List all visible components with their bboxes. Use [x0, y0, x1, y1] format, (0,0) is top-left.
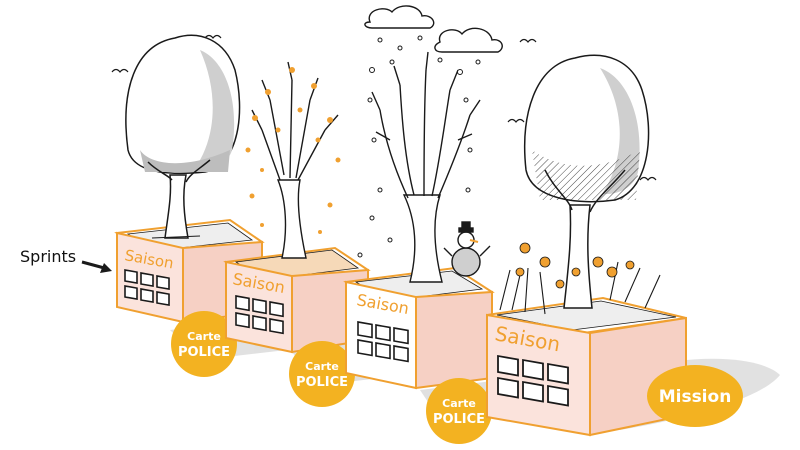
season-box-spring: Saison: [486, 296, 687, 437]
flower-icon: [515, 242, 635, 289]
mission-label: Mission: [659, 387, 732, 407]
arrow-icon: [81, 260, 112, 273]
season-box-winter: Saison: [343, 266, 495, 390]
cloud-icon: [364, 5, 503, 53]
badge-line1: Carte: [305, 360, 339, 373]
badge-line1: Carte: [187, 330, 221, 343]
spring-grass: [499, 261, 661, 315]
autumn-leaves: [245, 67, 341, 234]
tree-autumn: [251, 61, 339, 259]
bird-icon: [507, 38, 657, 181]
police-card-badge[interactable]: Carte POLICE: [289, 341, 355, 407]
sprint-grid: [235, 295, 284, 335]
badge-line2: POLICE: [178, 345, 230, 360]
snowman-icon: [443, 221, 491, 277]
tree-winter: [371, 51, 481, 283]
mission-badge[interactable]: Mission: [647, 365, 743, 427]
sprint-grid: [497, 354, 569, 407]
police-card-badge[interactable]: Carte POLICE: [426, 378, 492, 444]
sprints-label: Sprints: [20, 247, 76, 266]
badge-line2: POLICE: [296, 375, 348, 390]
sprint-grid: [124, 269, 170, 307]
snowflakes: [357, 35, 481, 258]
tree-spring: [523, 54, 650, 309]
sprint-grid: [357, 321, 409, 363]
police-card-badge[interactable]: Carte POLICE: [171, 311, 237, 377]
bird-icon: [111, 34, 222, 73]
badge-line1: Carte: [442, 397, 476, 410]
badge-line2: POLICE: [433, 412, 485, 427]
tree-summer: [125, 34, 241, 239]
